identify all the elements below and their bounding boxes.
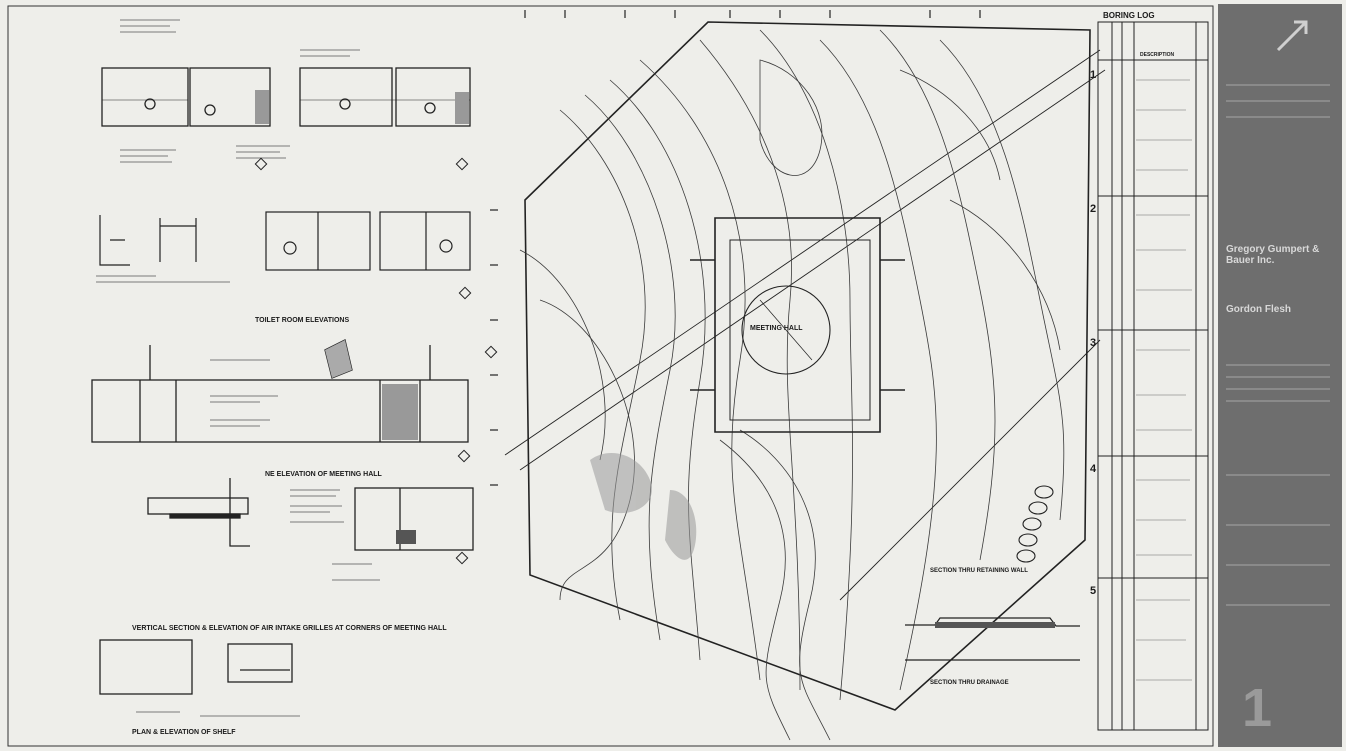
meeting-hall-circle	[741, 285, 831, 375]
boring-log-markers: 1 2 3 4 5	[1090, 69, 1097, 597]
title-block: Gregory Gumpert & Bauer Inc. Gordon Fles…	[1218, 4, 1342, 747]
tb-rule-7	[1226, 400, 1330, 402]
grab-bar-elevations	[99, 211, 471, 271]
boring-marker-4: 4	[1090, 463, 1097, 475]
firm-name: Gregory Gumpert & Bauer Inc.	[1226, 244, 1320, 266]
site-shading	[590, 452, 697, 560]
tb-rule-2	[1226, 100, 1330, 102]
boring-log-rows	[1136, 79, 1192, 681]
toilet-room-elevation	[91, 339, 469, 443]
tb-rule-4	[1226, 364, 1330, 366]
site-plan-boundary	[504, 21, 1106, 711]
boring-marker-3: 3	[1090, 337, 1096, 349]
tb-rule-3	[1226, 116, 1330, 118]
tb-rule-1	[1226, 84, 1330, 86]
section-label-1: SECTION THRU RETAINING WALL	[930, 568, 1028, 574]
tb-rule-9	[1226, 524, 1330, 526]
boring-log-table	[1097, 21, 1209, 731]
toilet-room-elevations-label: TOILET ROOM ELEVATIONS	[255, 317, 349, 324]
contour-lines	[519, 29, 1065, 741]
retaining-wall-stones	[1016, 485, 1054, 563]
meeting-hall-label: MEETING HALL	[750, 325, 803, 332]
tb-rule-6	[1226, 388, 1330, 390]
detail-tags	[254, 157, 498, 565]
ne-elevation-label: NE ELEVATION OF MEETING HALL	[265, 471, 383, 478]
north-arrow-icon	[1276, 20, 1308, 52]
engineer-name: Gordon Flesh	[1226, 304, 1291, 315]
toilet-room-plans	[101, 67, 471, 127]
boring-log-title: BORING LOG	[1103, 11, 1155, 20]
sheet-border	[7, 5, 1214, 747]
tb-rule-5	[1226, 376, 1330, 378]
grid-ticks	[490, 10, 981, 486]
plan-elevation-shelf-label: PLAN & ELEVATION OF SHELF	[132, 729, 236, 736]
meeting-hall-section	[147, 478, 474, 551]
boring-marker-1: 1	[1090, 69, 1096, 81]
meeting-hall-footprint	[690, 217, 905, 433]
sheet-number: 1	[1242, 678, 1273, 738]
boring-log-column: DESCRIPTION	[1140, 52, 1175, 58]
tb-rule-10	[1226, 564, 1330, 566]
drainage-section	[905, 617, 1080, 661]
tb-rule-11	[1226, 604, 1330, 606]
shelf-plan	[99, 639, 293, 695]
boring-marker-2: 2	[1090, 203, 1096, 215]
boring-marker-5: 5	[1090, 585, 1096, 597]
tb-rule-8	[1226, 474, 1330, 476]
section-label-2: SECTION THRU DRAINAGE	[930, 680, 1009, 686]
vertical-section-label: VERTICAL SECTION & ELEVATION OF AIR INTA…	[132, 625, 447, 632]
detail-notes	[96, 19, 380, 717]
